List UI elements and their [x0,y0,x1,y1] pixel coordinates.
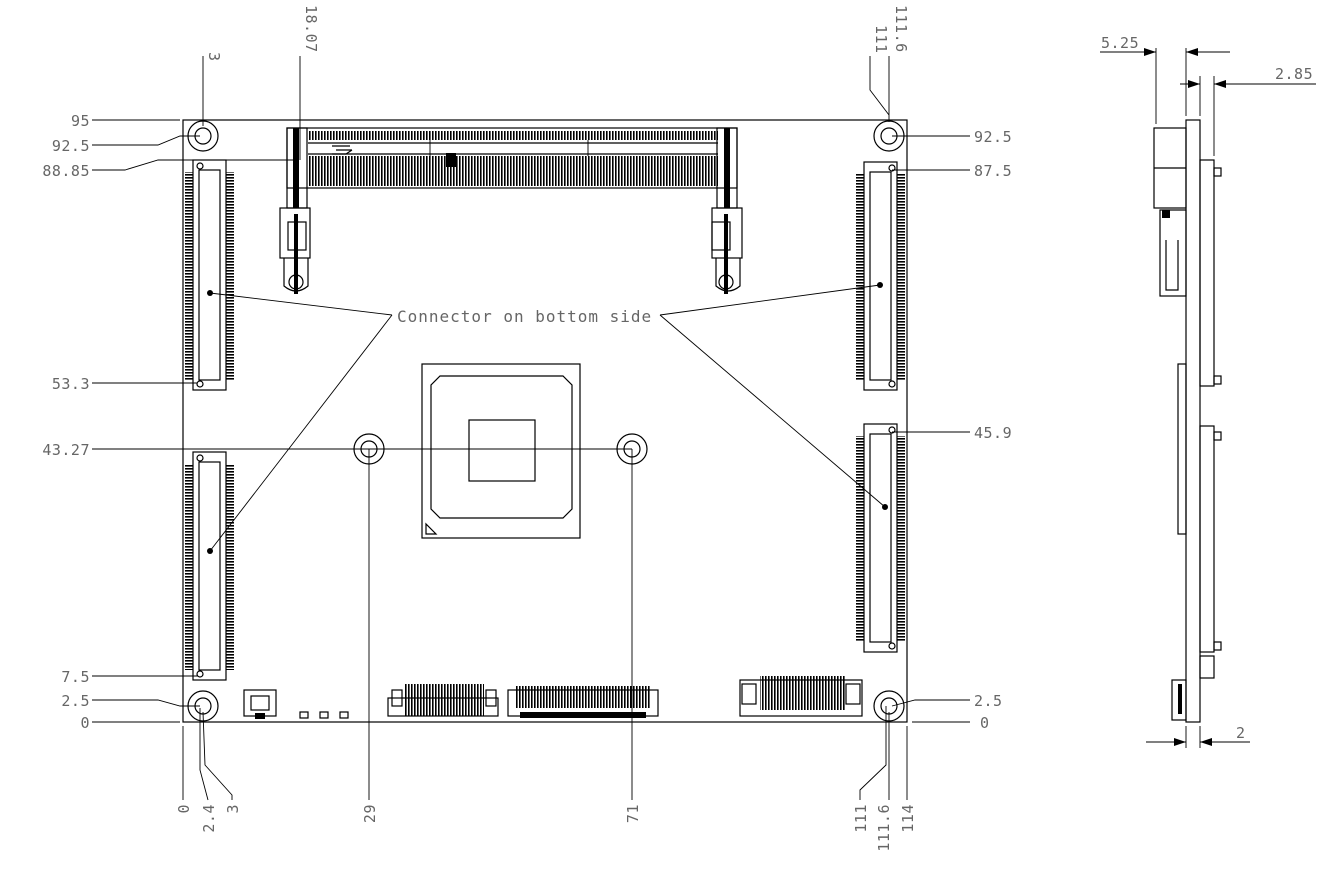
left-dimension-leaders [92,119,632,723]
dim-bottom-3: 3 [224,804,242,814]
dim-side-2: 2 [1236,724,1246,742]
dim-bottom-2-4: 2.4 [200,804,218,833]
dim-left-92-5: 92.5 [52,137,90,155]
dim-side-2-85: 2.85 [1275,65,1313,83]
dim-right-87-5: 87.5 [974,162,1012,180]
bottom-edge-components [243,676,863,719]
connector-right-upper [856,161,905,391]
connector-left-upper [185,159,234,391]
dim-left-53-3: 53.3 [52,375,90,393]
side-view [1100,48,1316,748]
dim-left-95: 95 [71,112,90,130]
board-outline [182,119,908,723]
dim-left-88-85: 88.85 [42,162,90,180]
dim-top-18-07: 18.07 [302,5,320,53]
dim-left-43-27: 43.27 [42,441,90,459]
dim-side-5-25: 5.25 [1101,34,1139,52]
dim-bottom-111: 111 [852,804,870,833]
connector-left-lower [185,451,234,681]
dim-right-92-5: 92.5 [974,128,1012,146]
annotation-leaders [209,284,886,552]
dim-left-2-5: 2.5 [61,692,90,710]
dim-right-2-5: 2.5 [974,692,1003,710]
dim-left-0: 0 [80,714,90,732]
dim-top-111-6: 111.6 [892,5,910,53]
dim-bottom-111-6: 111.6 [875,804,893,852]
dim-bottom-71: 71 [624,804,642,823]
sodimm-socket [279,127,743,294]
right-dimension-leaders [891,135,970,723]
dim-bottom-0: 0 [175,804,193,814]
dim-top-111: 111 [872,25,890,54]
connector-right-lower [856,423,905,653]
dim-right-0: 0 [980,714,990,732]
mounting-holes [187,120,905,722]
dim-bottom-114: 114 [899,804,917,833]
bottom-dimension-leaders [182,449,908,801]
dim-left-7-5: 7.5 [61,668,90,686]
top-dimension-leaders [202,56,890,160]
dim-top-3: 3 [205,52,223,62]
annotation-connector-bottom: Connector on bottom side [397,307,652,326]
cpu-package [421,363,581,539]
dim-bottom-29: 29 [361,804,379,823]
dim-right-45-9: 45.9 [974,424,1012,442]
